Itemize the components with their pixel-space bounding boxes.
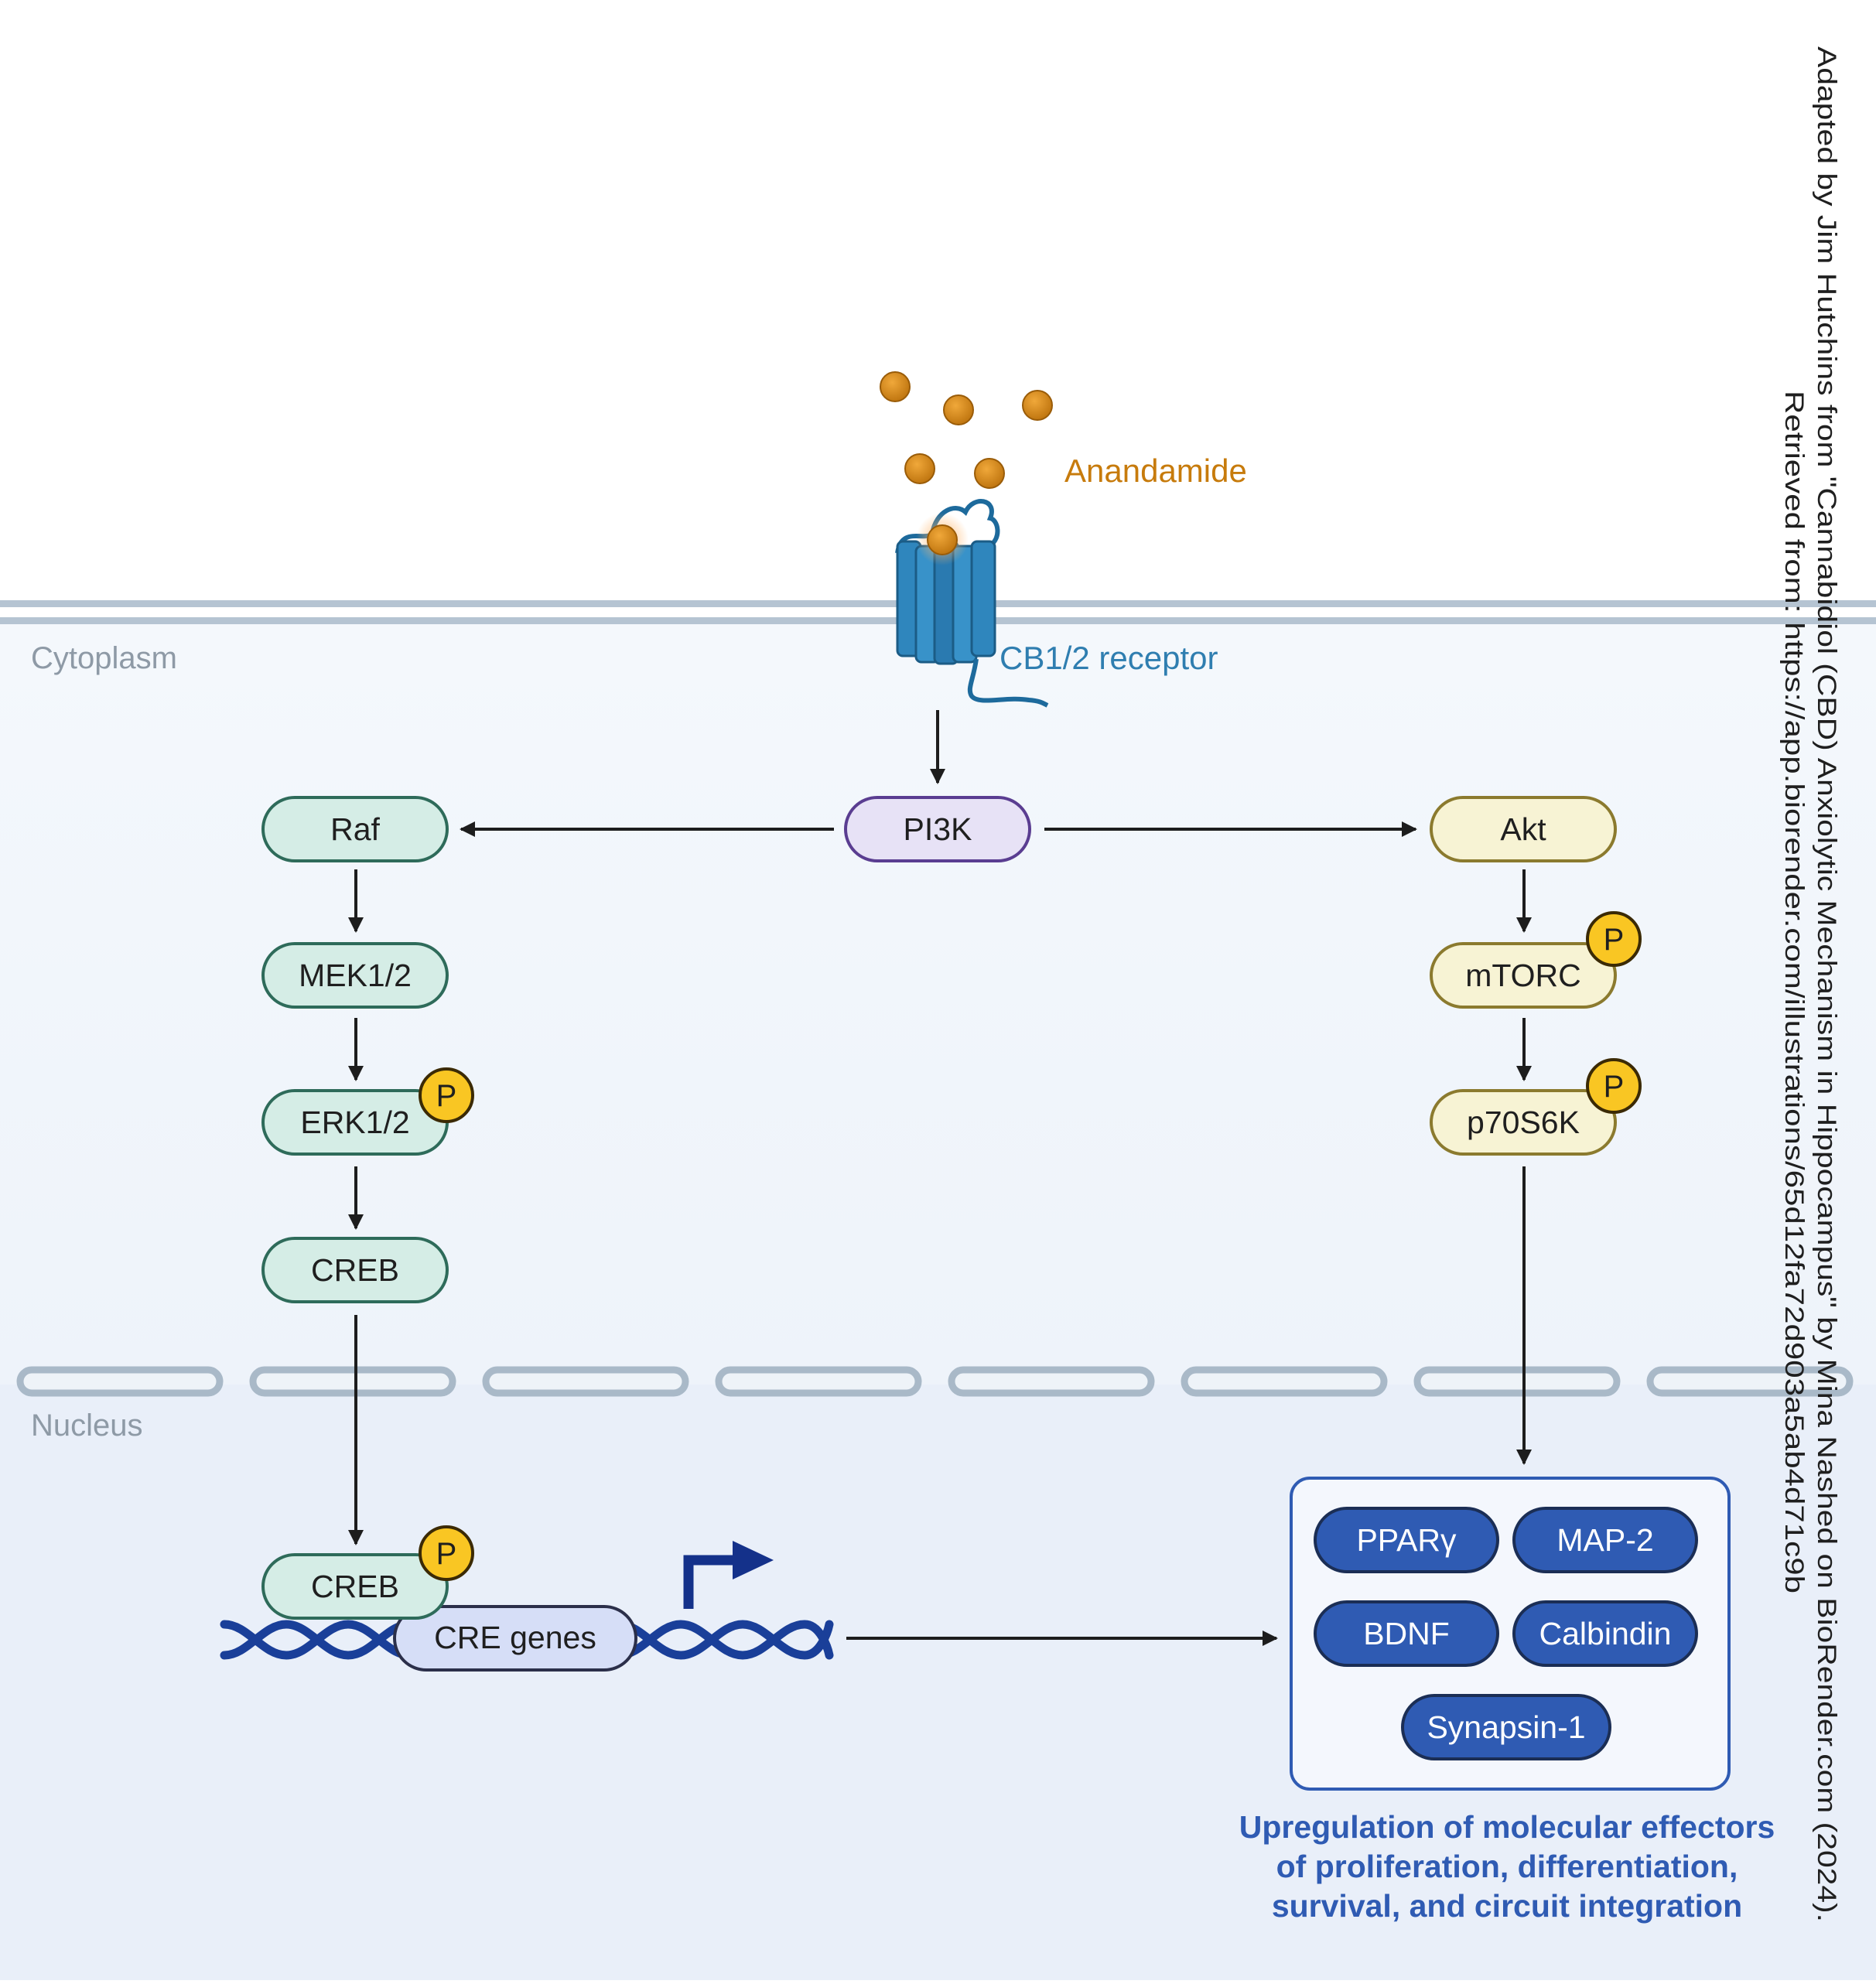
outcome-line-1: Upregulation of molecular effectors [1239, 1809, 1775, 1845]
effectors-box: PPARγ MAP-2 BDNF Calbindin Synapsin-1 [1290, 1477, 1731, 1791]
phospho-badge-mtorc: P [1586, 911, 1642, 967]
effector-synapsin1-label: Synapsin-1 [1427, 1709, 1585, 1745]
attribution-line-2: Retrieved from: https://app.biorender.co… [1779, 391, 1809, 1593]
phospho-badge-p70s6k-label: P [1604, 1070, 1625, 1104]
phospho-badge-creb-label: P [436, 1537, 457, 1571]
node-akt-label: Akt [1500, 811, 1546, 847]
node-raf-label: Raf [330, 811, 380, 847]
nucleus-label: Nucleus [31, 1409, 143, 1443]
anandamide-molecule [1022, 390, 1053, 421]
anandamide-molecule [974, 458, 1005, 489]
effector-calbindin: Calbindin [1512, 1600, 1698, 1667]
anandamide-molecule [880, 371, 911, 402]
phospho-badge-creb: P [419, 1525, 474, 1581]
effector-pparg-label: PPARγ [1356, 1522, 1457, 1558]
anandamide-molecules [880, 371, 1053, 489]
receptor-label: CB1/2 receptor [1000, 640, 1218, 676]
anandamide-label: Anandamide [1064, 452, 1247, 489]
anandamide-molecule [943, 394, 974, 425]
effector-bdnf: BDNF [1314, 1600, 1499, 1667]
effector-map2: MAP-2 [1512, 1507, 1698, 1573]
effector-map2-label: MAP-2 [1556, 1522, 1653, 1558]
outcome-line-3: survival, and circuit integration [1272, 1888, 1742, 1924]
node-mtorc-label: mTORC [1465, 958, 1581, 993]
effector-pparg: PPARγ [1314, 1507, 1499, 1573]
attribution-line-1: Adapted by Jim Hutchins from "Cannabidio… [1812, 46, 1841, 1922]
effector-bdnf-label: BDNF [1363, 1616, 1450, 1651]
node-mek-label: MEK1/2 [299, 958, 412, 993]
node-creb-cytoplasm-label: CREB [311, 1252, 399, 1288]
phospho-badge-p70s6k: P [1586, 1058, 1642, 1114]
pathway-arrows [348, 710, 1532, 1646]
effector-synapsin1: Synapsin-1 [1401, 1694, 1611, 1760]
node-cre-genes: CRE genes [393, 1605, 637, 1672]
phospho-badge-mtorc-label: P [1604, 923, 1625, 957]
node-mek: MEK1/2 [261, 942, 449, 1009]
node-erk-label: ERK1/2 [300, 1105, 409, 1140]
node-akt: Akt [1430, 796, 1617, 862]
node-mtorc: mTORC [1430, 942, 1617, 1009]
node-cre-genes-label: CRE genes [434, 1620, 596, 1655]
bound-anandamide [927, 524, 958, 555]
transcription-start-icon [683, 1555, 735, 1609]
attribution: Adapted by Jim Hutchins from "Cannabidio… [1779, 46, 1841, 1922]
node-creb-nucleus-label: CREB [311, 1569, 399, 1604]
transcription-arrowhead [733, 1541, 774, 1579]
node-p70s6k: p70S6K [1430, 1089, 1617, 1156]
cytoplasm-label: Cytoplasm [31, 641, 177, 675]
phospho-badge-erk-label: P [436, 1079, 457, 1113]
node-p70s6k-label: p70S6K [1467, 1105, 1580, 1140]
anandamide-molecule [904, 453, 935, 484]
node-pi3k: PI3K [844, 796, 1031, 862]
outcome-line-2: of proliferation, differentiation, [1276, 1849, 1738, 1884]
node-creb-cytoplasm: CREB [261, 1237, 449, 1303]
phospho-badge-erk: P [419, 1067, 474, 1123]
node-creb-nucleus: CREB [261, 1553, 449, 1620]
nuclear-envelope [16, 1366, 1854, 1397]
node-raf: Raf [261, 796, 449, 862]
cb-receptor-icon [895, 499, 1049, 708]
node-pi3k-label: PI3K [904, 811, 972, 847]
effector-calbindin-label: Calbindin [1539, 1616, 1672, 1651]
outcome-caption: Upregulation of molecular effectors of p… [1239, 1809, 1775, 1924]
